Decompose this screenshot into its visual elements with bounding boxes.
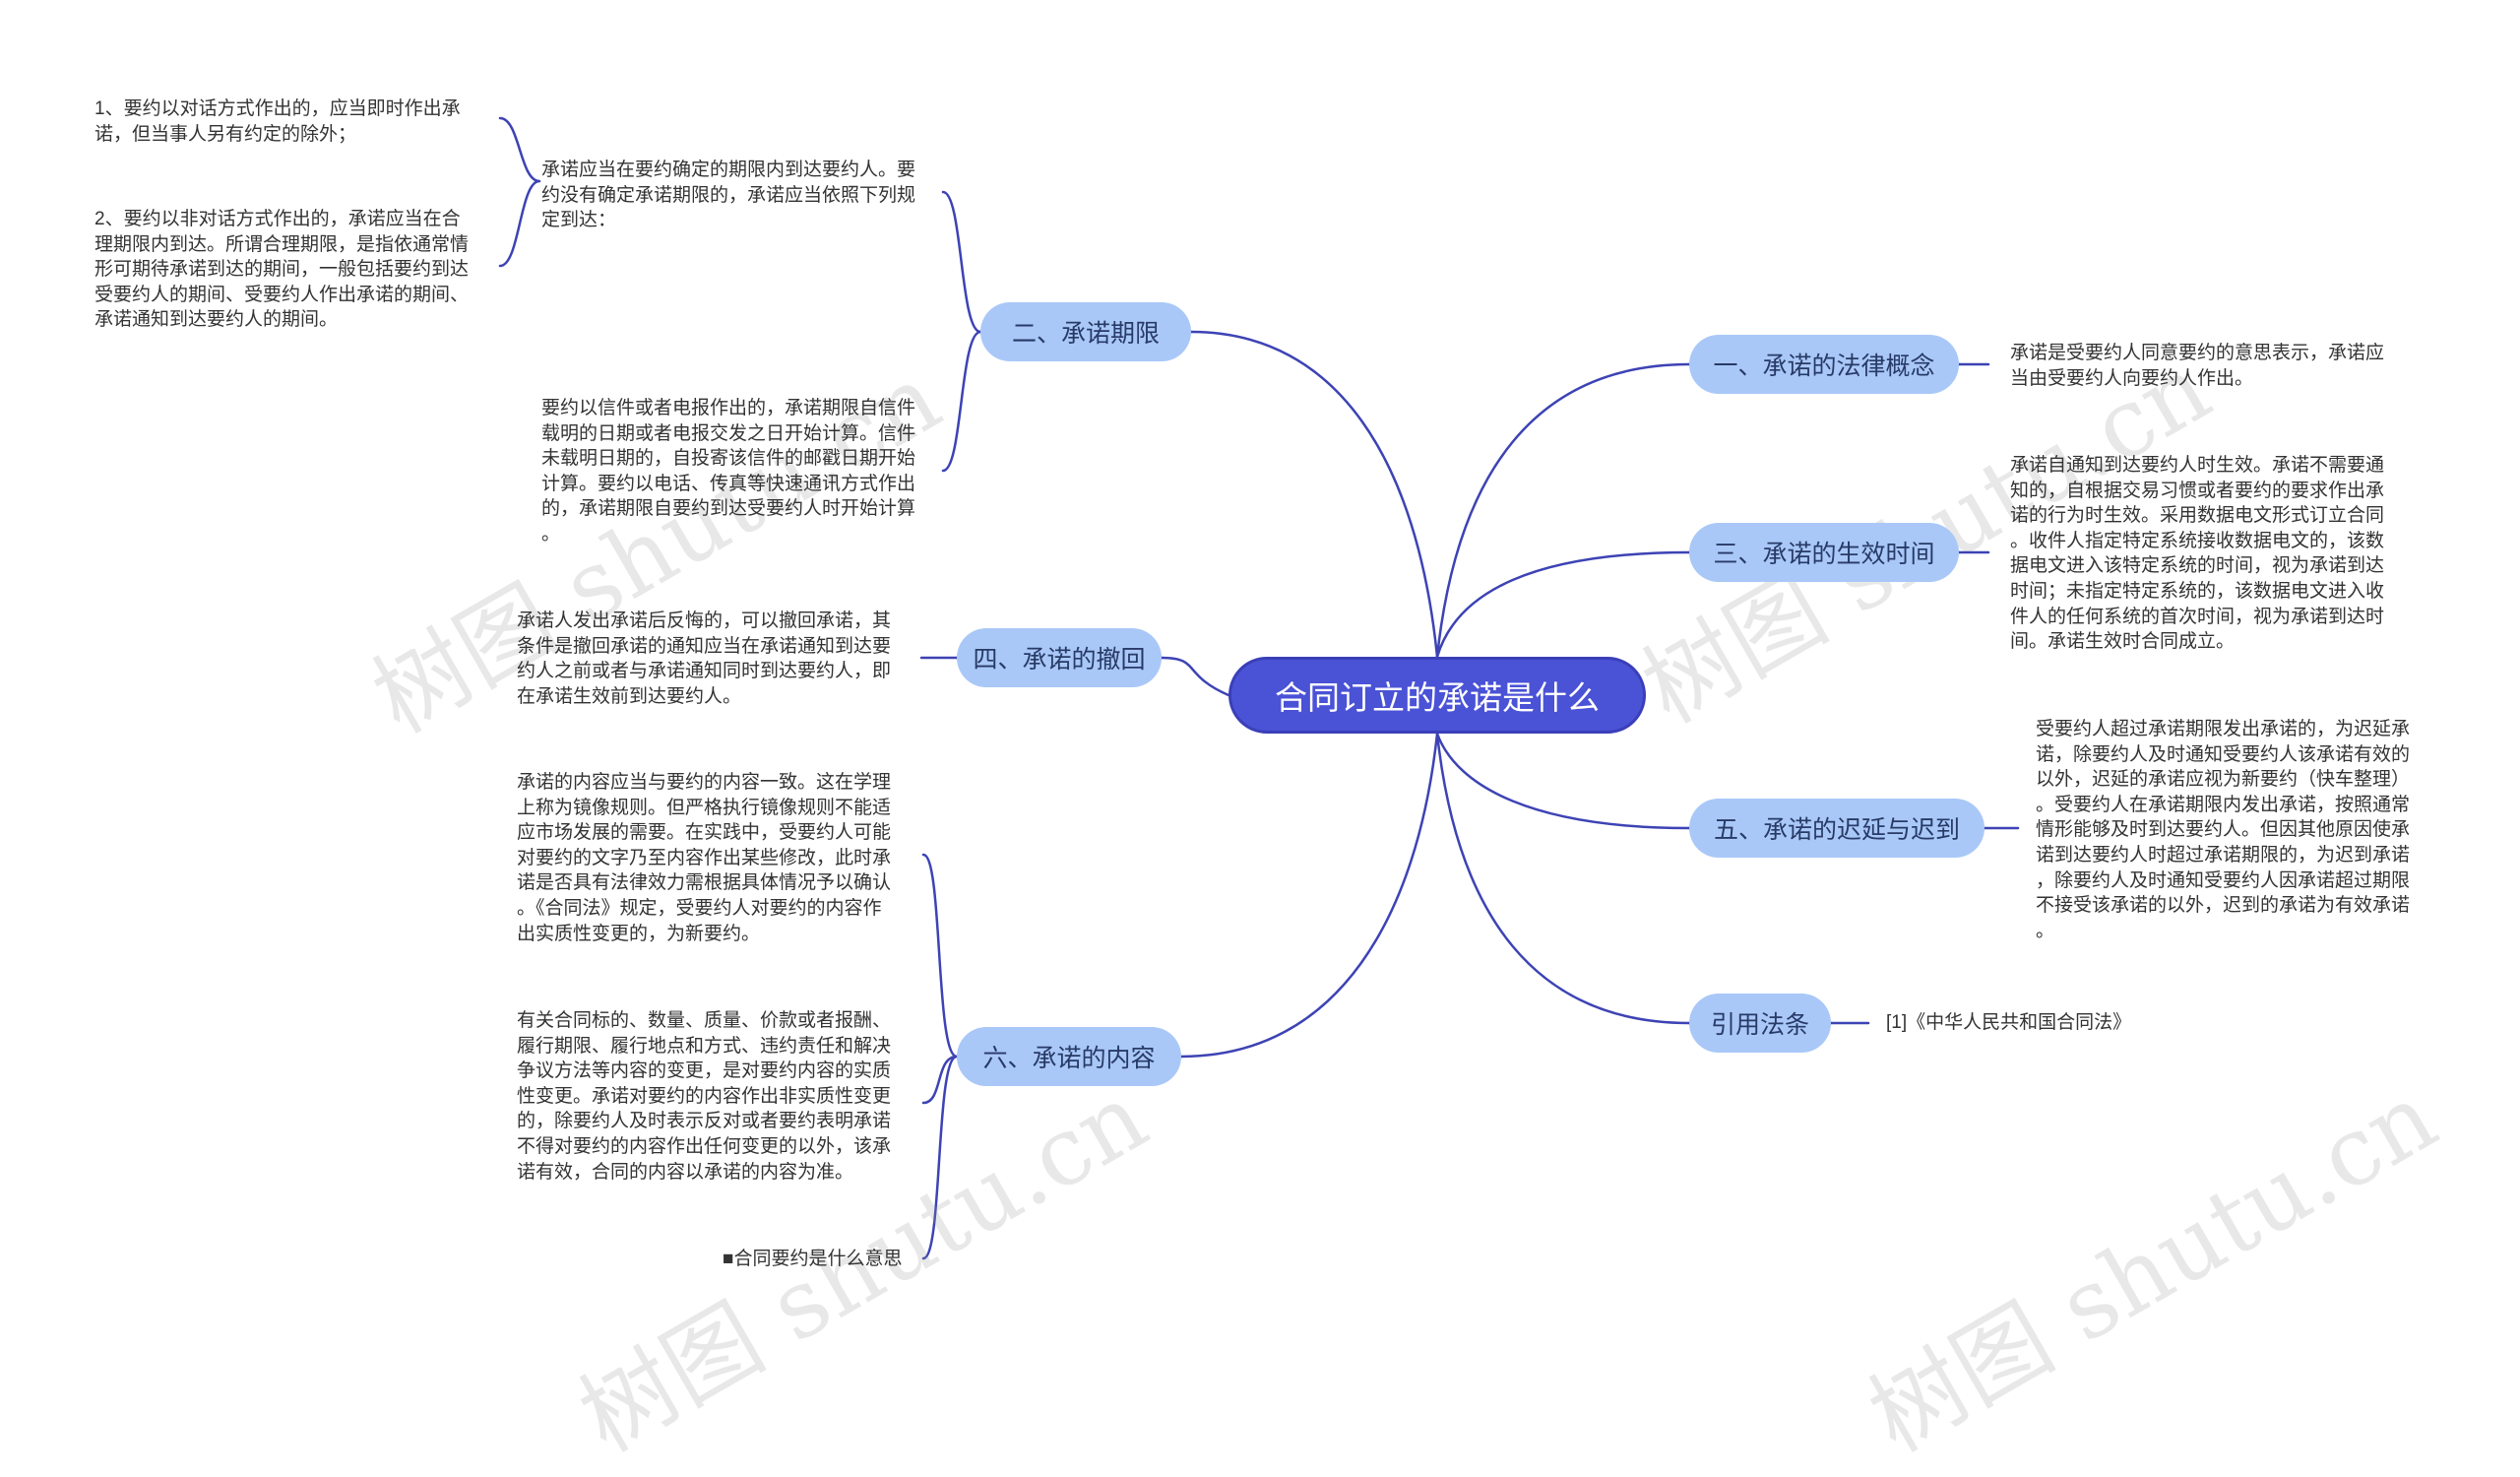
root-label: 合同订立的承诺是什么 — [1275, 679, 1600, 716]
leaf-text: [1]《中华人民共和国合同法》 — [1886, 1012, 2132, 1033]
link-t6-leaf-b — [921, 1055, 959, 1105]
topic-content[interactable]: 六、承诺的内容 — [957, 1027, 1181, 1086]
leaf-text: 1、要约以对话方式作出的，应当即时作出承 诺，但当事人另有约定的除外； — [94, 98, 461, 145]
link-root-t7 — [1435, 732, 1691, 1025]
topic-label: 三、承诺的生效时间 — [1713, 541, 1935, 568]
link-root-t2 — [1189, 330, 1439, 659]
link-t2-leaf-a — [941, 190, 982, 334]
topic-label: 一、承诺的法律概念 — [1713, 353, 1935, 380]
link-root-t3 — [1435, 550, 1691, 659]
topic-label: 引用法条 — [1710, 1011, 1809, 1039]
link-root-t5 — [1435, 732, 1691, 830]
topic-cited-law[interactable]: 引用法条 — [1689, 994, 1831, 1053]
leaf-text: 承诺人发出承诺后反悔的，可以撤回承诺，其 条件是撤回承诺的通知应当在承诺通知到达… — [517, 610, 892, 707]
leaf-text: 要约以信件或者电报作出的，承诺期限自信件 载明的日期或者电报交发之日开始计算。信… — [541, 398, 916, 545]
link-root-t6 — [1179, 732, 1439, 1059]
link-t6-leaf-c — [921, 1055, 959, 1260]
topic-label: 四、承诺的撤回 — [973, 646, 1146, 674]
link-root-t4 — [1160, 656, 1230, 697]
topic-label: 五、承诺的迟延与迟到 — [1713, 816, 1960, 844]
leaf-text: 承诺是受要约人同意要约的意思表示，承诺应 当由受要约人向要约人作出。 — [2010, 343, 2385, 389]
leaf-text: 2、要约以非对话方式作出的，承诺应当在合 理期限内到达。所谓合理期限，是指依通常… — [94, 209, 470, 331]
topic-deadline[interactable]: 二、承诺期限 — [980, 302, 1191, 361]
link-t6-leaf-a — [921, 853, 959, 1059]
link-t2-leaf-b — [941, 330, 982, 473]
leaf-text: 承诺的内容应当与要约的内容一致。这在学理 上称为镜像规则。但严格执行镜像规则不能… — [517, 772, 892, 944]
link-root-t1 — [1435, 362, 1691, 659]
leaf-text: 有关合同标的、数量、质量、价款或者报酬、 履行期限、履行地点和方式、违约责任和解… — [517, 1010, 892, 1183]
topic-label: 六、承诺的内容 — [982, 1045, 1156, 1072]
leaf-text: 受要约人超过承诺期限发出承诺的，为迟延承 诺，除要约人及时通知受要约人该承诺有效… — [2036, 719, 2411, 941]
topic-delay[interactable]: 五、承诺的迟延与迟到 — [1689, 799, 1984, 858]
topic-withdrawal[interactable]: 四、承诺的撤回 — [957, 628, 1162, 687]
root-node[interactable]: 合同订立的承诺是什么 — [1228, 657, 1646, 734]
leaf-text: 承诺自通知到达要约人时生效。承诺不需要通 知的，自根据交易习惯或者要约的要求作出… — [2010, 455, 2385, 653]
topic-legal-concept[interactable]: 一、承诺的法律概念 — [1689, 335, 1959, 394]
topic-effective-time[interactable]: 三、承诺的生效时间 — [1689, 523, 1959, 582]
topic-label: 二、承诺期限 — [1011, 320, 1160, 348]
link-t2a-subs — [498, 116, 541, 268]
leaf-link[interactable]: ■合同要约是什么意思 — [723, 1249, 903, 1269]
leaf-text: 承诺应当在要约确定的期限内到达要约人。要 约没有确定承诺期限的，承诺应当依照下列… — [541, 160, 916, 231]
